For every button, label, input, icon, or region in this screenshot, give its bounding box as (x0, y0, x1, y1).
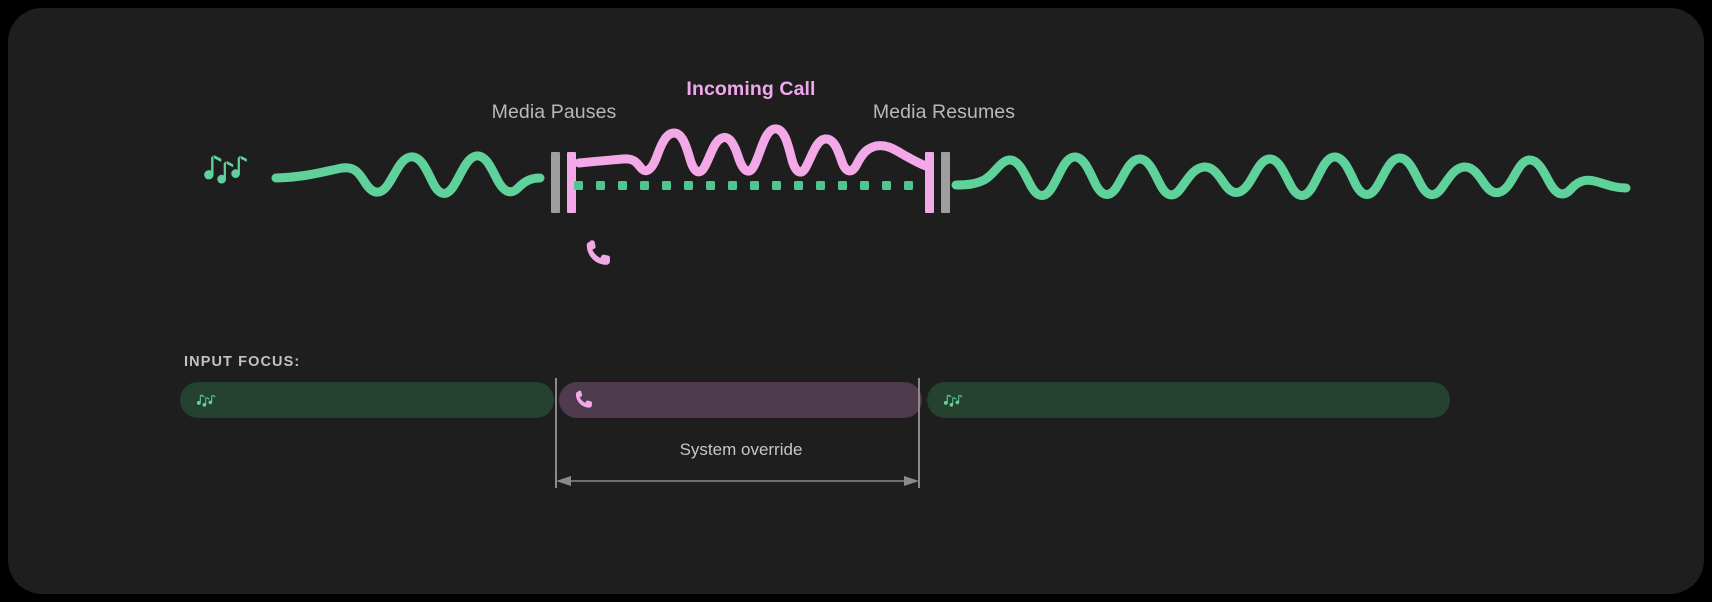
music-notes-icon (204, 155, 247, 184)
label-incoming-call: Incoming Call (686, 78, 816, 100)
media-waveform-right (951, 152, 1631, 200)
phone-icon (575, 390, 592, 408)
music-notes-icon (943, 394, 963, 407)
call-waveform (574, 124, 931, 177)
pause-bar-pink (567, 152, 576, 213)
focus-segment-call[interactable] (559, 382, 922, 418)
resume-bar-pink (925, 152, 934, 213)
pause-bar-gray (551, 152, 560, 213)
paused-media-dotted-line (574, 181, 913, 190)
label-media-pauses: Media Pauses (491, 101, 617, 123)
diagram-card: Media Pauses Incoming Call Media Resumes… (8, 8, 1704, 594)
focus-segment-media-b[interactable] (927, 382, 1450, 418)
system-override-label: System override (679, 440, 803, 459)
phone-icon (586, 240, 610, 265)
input-focus-label: INPUT FOCUS: (184, 354, 301, 370)
measure-arrowhead-left (556, 476, 571, 486)
timeline-graphics (204, 124, 1631, 265)
audio-timeline: Media Pauses Incoming Call Media Resumes (8, 8, 1704, 348)
media-waveform-left (271, 151, 545, 198)
measure-arrowhead-right (904, 476, 919, 486)
music-notes-icon (196, 394, 216, 407)
focus-segment-media-a[interactable] (180, 382, 554, 418)
label-media-resumes: Media Resumes (872, 101, 1016, 123)
system-override-measure (555, 378, 920, 488)
resume-bar-gray (941, 152, 950, 213)
